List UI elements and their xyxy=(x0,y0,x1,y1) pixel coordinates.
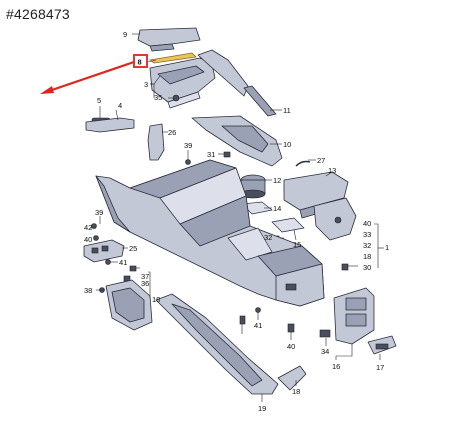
part-41-screw-left[interactable] xyxy=(105,259,111,265)
label-18-bottom: 18 xyxy=(292,387,300,396)
part-39-screw-left[interactable] xyxy=(93,235,99,241)
label-1: 1 xyxy=(385,243,389,252)
part-39-screw[interactable] xyxy=(185,159,191,165)
label-19: 19 xyxy=(258,404,266,413)
label-40-center: 40 xyxy=(287,342,295,351)
part-40-clip[interactable] xyxy=(287,323,295,333)
label-16: 16 xyxy=(332,362,340,371)
part-27-cable[interactable] xyxy=(295,160,311,167)
label-32-right: 32 xyxy=(363,241,371,250)
label-33: 33 xyxy=(363,230,371,239)
label-26: 26 xyxy=(168,128,176,137)
center-console-body[interactable] xyxy=(95,159,325,307)
label-5: 5 xyxy=(97,96,101,105)
label-14: 14 xyxy=(273,204,281,213)
label-18: 18 xyxy=(152,295,160,304)
label-8: 8 xyxy=(138,58,142,67)
part-25-switch-panel[interactable] xyxy=(83,239,125,263)
part-8-insert-highlighted[interactable] xyxy=(149,52,197,64)
part-4-trim-plate[interactable] xyxy=(85,117,135,133)
label-15: 15 xyxy=(293,240,301,249)
label-3: 3 xyxy=(144,80,148,89)
part-18-foot[interactable] xyxy=(277,365,307,391)
label-9: 9 xyxy=(123,30,127,39)
part-19-side-trim[interactable] xyxy=(155,293,279,395)
label-41-center: 41 xyxy=(254,321,262,330)
label-42: 42 xyxy=(84,223,92,232)
label-38: 38 xyxy=(84,286,92,295)
part-30-clip[interactable] xyxy=(341,263,349,271)
part-37-clip[interactable] xyxy=(129,265,137,272)
part-34-clip[interactable] xyxy=(319,329,331,338)
label-25: 25 xyxy=(129,244,137,253)
label-35: 35 xyxy=(154,93,162,102)
part-15-mat[interactable] xyxy=(271,217,305,233)
label-17: 17 xyxy=(376,363,384,372)
part-18-storage-tray[interactable] xyxy=(105,279,153,331)
label-18-right: 18 xyxy=(363,252,371,261)
label-40-right: 40 xyxy=(363,219,371,228)
part-11-trim-strip[interactable] xyxy=(243,85,277,117)
armrest-hinge[interactable] xyxy=(313,197,357,241)
part-26-bracket[interactable] xyxy=(147,123,165,161)
part-42-screw[interactable] xyxy=(91,223,97,229)
part-9-cover-plate[interactable] xyxy=(137,27,201,52)
label-12: 12 xyxy=(273,176,281,185)
part-3-tray-housing[interactable] xyxy=(149,57,216,109)
label-4: 4 xyxy=(118,101,122,110)
label-39-left: 39 xyxy=(95,208,103,217)
label-34: 34 xyxy=(321,347,329,356)
reference-number: #4268473 xyxy=(6,6,70,22)
label-27: 27 xyxy=(317,156,325,165)
part-36-clip[interactable] xyxy=(123,275,131,282)
part-10-shift-surround[interactable] xyxy=(191,115,283,167)
part-17-socket[interactable] xyxy=(367,335,397,355)
label-13: 13 xyxy=(328,166,336,175)
part-12-cupholder[interactable] xyxy=(240,174,266,199)
label-31: 31 xyxy=(207,150,215,159)
label-10: 10 xyxy=(283,140,291,149)
label-32: 32 xyxy=(264,233,272,242)
label-40-left: 40 xyxy=(84,235,92,244)
highlight-marker xyxy=(40,54,148,94)
part-14-mat[interactable] xyxy=(241,201,273,215)
leader-lines xyxy=(90,33,384,402)
label-39-top: 39 xyxy=(184,141,192,150)
label-37: 37 xyxy=(141,272,149,281)
upper-side-panel[interactable] xyxy=(197,49,249,97)
label-36: 36 xyxy=(141,279,149,288)
part-31-clip[interactable] xyxy=(223,151,231,158)
part-labels: 9 8 3 35 5 4 26 11 10 39 31 27 13 12 14 … xyxy=(84,30,389,413)
label-41-left: 41 xyxy=(119,258,127,267)
part-16-rear-vent-panel[interactable] xyxy=(333,287,375,345)
label-30: 30 xyxy=(363,263,371,272)
label-11: 11 xyxy=(283,106,291,115)
